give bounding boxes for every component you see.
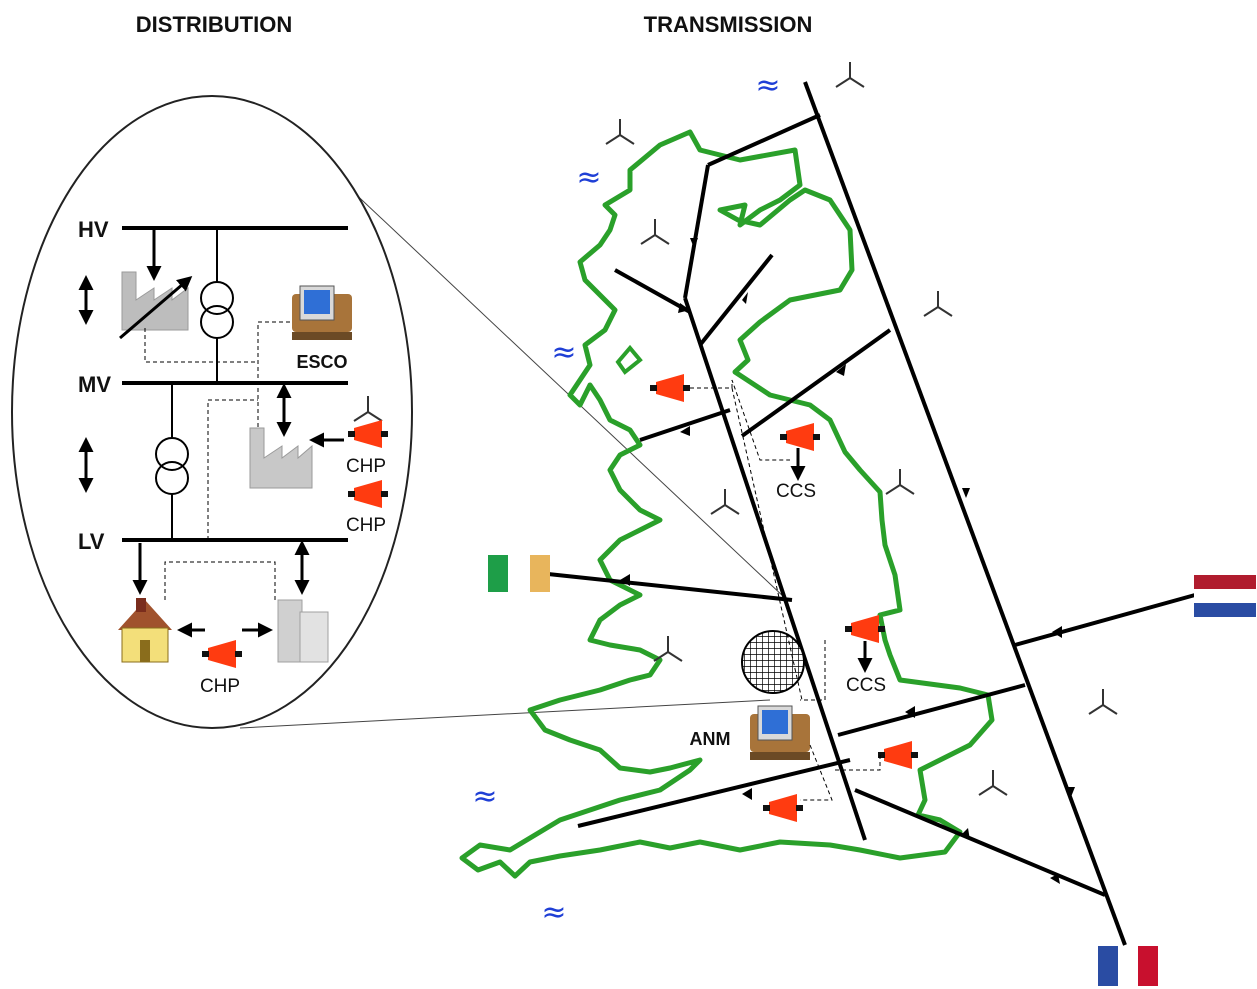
storage-mesh-icon (741, 630, 805, 694)
lv-label: LV (78, 529, 105, 554)
transformer-icon (200, 230, 234, 383)
wind-turbine-icon (885, 468, 915, 495)
gas-turbine-icon (780, 423, 820, 451)
gas-turbine-icon (878, 741, 918, 769)
flag-icon (1098, 946, 1158, 986)
wind-turbine-icon (978, 769, 1008, 796)
anm-control-links (690, 379, 881, 801)
computer-icon (749, 705, 811, 761)
chp-label: CHP (200, 676, 240, 697)
wind-turbine-icon (640, 218, 670, 245)
transformer-icon (155, 385, 189, 540)
island-outline (615, 344, 643, 375)
mv-label: MV (78, 372, 111, 397)
control-link (164, 561, 276, 600)
control-link (257, 321, 290, 440)
wind-turbine-icon (653, 635, 683, 662)
gas-turbine-icon (763, 794, 803, 822)
wave-icon: ≈ (541, 895, 566, 930)
control-link (207, 399, 258, 540)
ccs-label: CCS (776, 481, 816, 502)
wave-icon: ≈ (576, 160, 601, 195)
tap-changer-arrow (119, 276, 193, 340)
wind-turbine-icon (605, 118, 635, 145)
wind-turbine-icon (710, 488, 740, 515)
great-britain-coastline (459, 129, 995, 879)
computer-icon (291, 285, 353, 341)
wind-turbine-icon (1088, 688, 1118, 715)
flag-icon (1194, 575, 1256, 617)
anm-label: ANM (690, 729, 731, 749)
house-icon (118, 598, 172, 663)
factory-icon (249, 427, 313, 489)
gas-turbine-icon (845, 615, 885, 643)
wind-turbine-icon (835, 61, 865, 88)
wave-icon: ≈ (472, 779, 497, 814)
hv-label: HV (78, 217, 109, 242)
flag-icon (488, 555, 550, 592)
chp-label: CHP (346, 456, 386, 477)
ccs-label: CCS (846, 675, 886, 696)
wave-icon: ≈ (551, 335, 576, 370)
esco-label: ESCO (296, 352, 347, 372)
office-building-icon (277, 599, 329, 663)
factory-icon (121, 271, 189, 331)
distribution-heading: DISTRIBUTION (136, 12, 292, 37)
wave-icon: ≈ (755, 68, 780, 103)
flow-direction-markers (620, 238, 1075, 884)
zoom-line-lower (239, 699, 771, 729)
gas-turbine-icon (650, 374, 690, 402)
chp-label: CHP (346, 515, 386, 536)
wind-turbine-icon (923, 290, 953, 317)
transmission-heading: TRANSMISSION (644, 12, 813, 37)
zoom-line-upper (329, 169, 786, 599)
distribution-zoom-ellipse (11, 95, 413, 729)
